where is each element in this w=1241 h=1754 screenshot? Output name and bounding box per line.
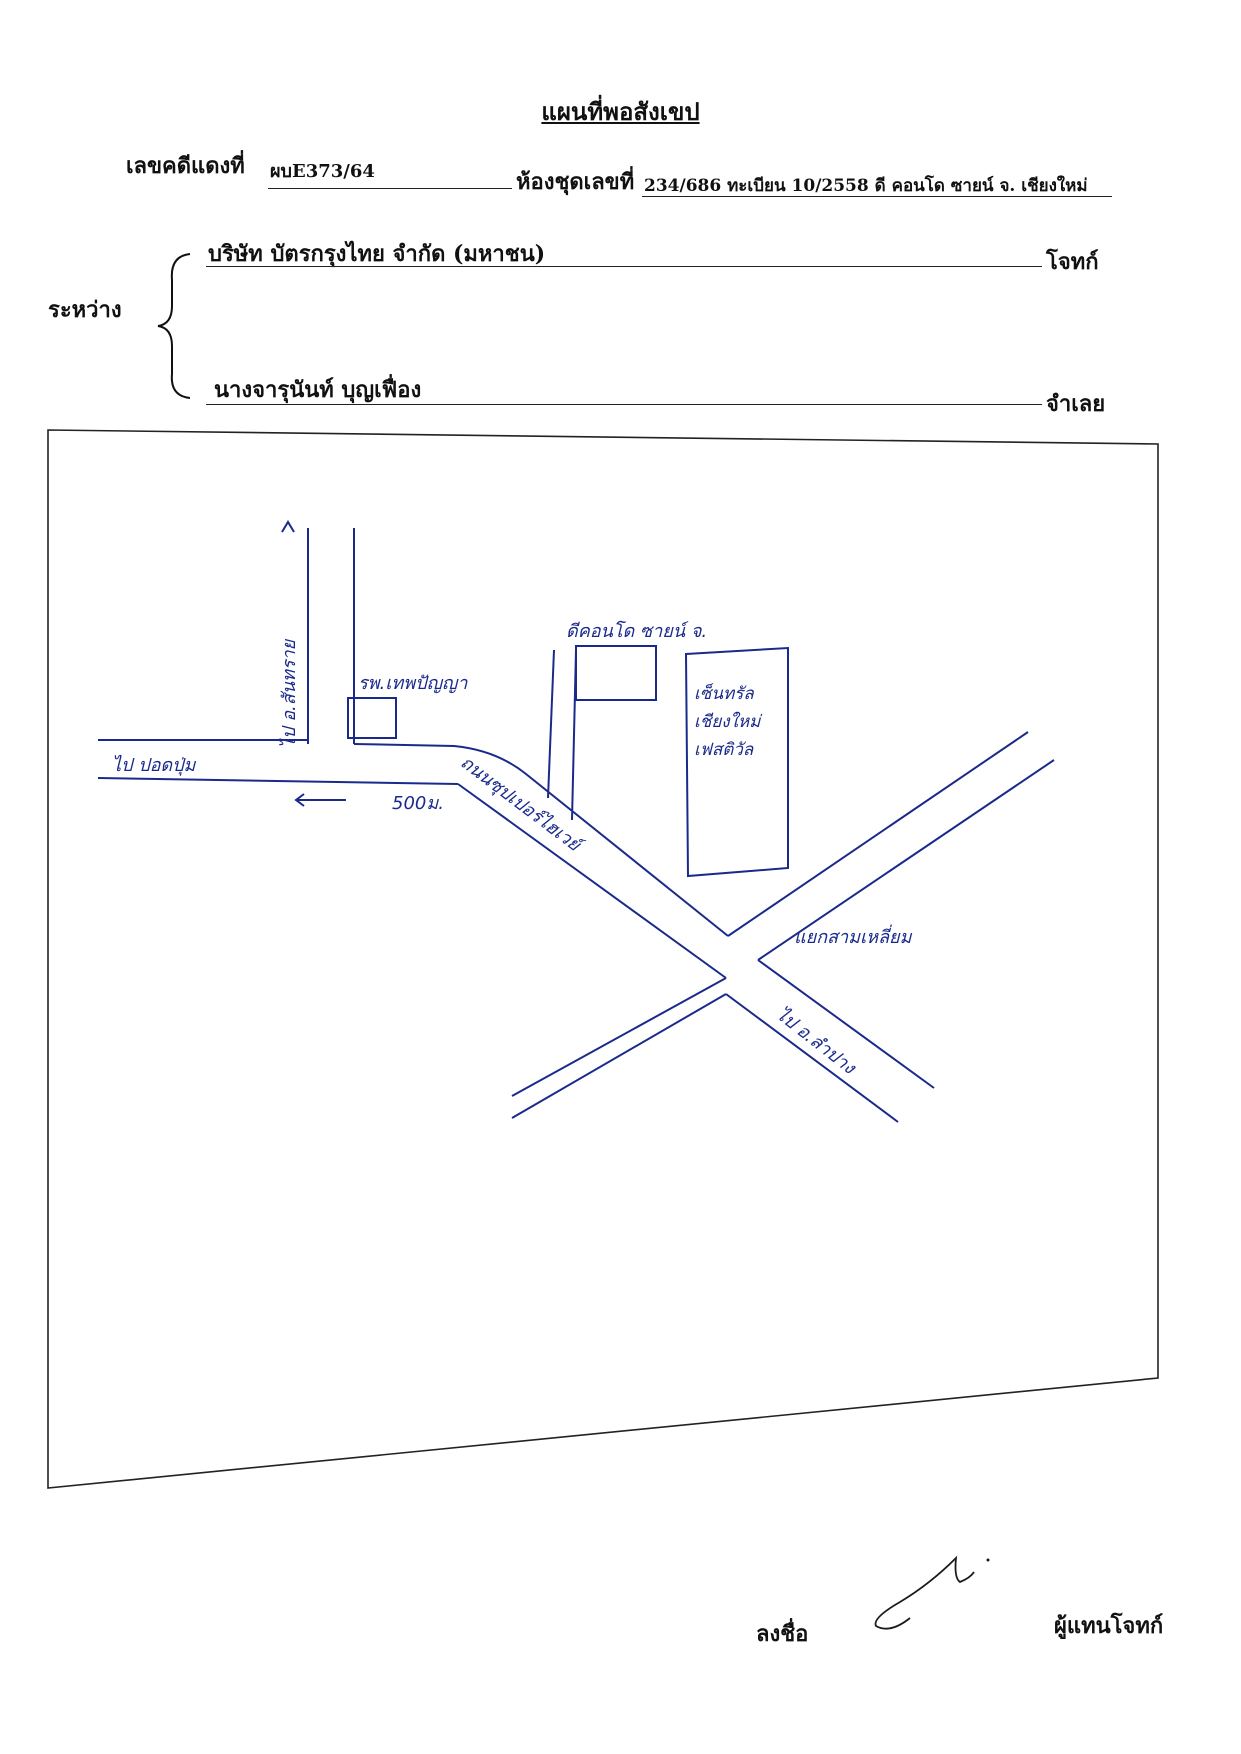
label-hospital: รพ.เทพปัญญา <box>358 673 468 694</box>
unit-number-underline <box>642 196 1112 197</box>
sw-road-upper-edge <box>511 977 727 1097</box>
case-number-label: เลขคดีแดงที่ <box>126 153 245 179</box>
map-frame: ไป อ.สันทราย รพ.เทพปัญญา ไป ปอดปุ่ม 500ม… <box>46 428 1162 1492</box>
label-distance: 500ม. <box>392 793 444 814</box>
west-road-south-edge <box>97 777 459 785</box>
sketch-map <box>47 429 1159 1489</box>
se-road-lower-edge <box>725 993 899 1123</box>
defendant-name: นางจารุนันท์ บุญเฟื่อง <box>214 377 422 403</box>
sign-label: ลงชื่อ <box>756 1621 809 1647</box>
ne-road-lower-edge <box>757 759 1055 961</box>
condo-lane-west-edge <box>547 649 555 799</box>
plaintiff-role: โจทก์ <box>1046 249 1099 275</box>
signature-role: ผู้แทนโจทก์ <box>1054 1613 1164 1639</box>
unit-number-value: 234/686 ทะเบียน 10/2558 ดี คอนโด ซายน์ จ… <box>644 176 1088 196</box>
between-label: ระหว่าง <box>48 297 122 323</box>
defendant-role: จำเลย <box>1046 391 1106 417</box>
brace-icon <box>157 253 191 399</box>
plaintiff-name: บริษัท บัตรกรุงไทย จำกัด (มหาชน) <box>208 241 546 267</box>
unit-number-label: ห้องชุดเลขที่ <box>516 169 635 195</box>
defendant-underline <box>206 404 1042 405</box>
label-junction: แยกสามเหลี่ยม <box>794 927 912 948</box>
hospital-building <box>347 697 397 739</box>
north-arrow-head <box>281 520 295 533</box>
case-number-value: ผบE373/64 <box>270 161 375 182</box>
map-border <box>47 429 1159 1489</box>
label-west-road: ไป ปอดปุ่ม <box>112 755 196 776</box>
main-road-north-edge <box>353 743 729 937</box>
se-road-upper-edge <box>757 959 935 1089</box>
road-lines <box>97 520 1055 1123</box>
plaintiff-underline <box>206 266 1042 267</box>
central-building <box>684 646 789 878</box>
page-title: แผนที่พอสังเขป <box>541 97 700 126</box>
label-central: เซ็นทรัล เชียงใหม่ เฟสติวัล <box>694 684 761 760</box>
sw-road-lower-edge <box>511 993 727 1119</box>
distance-arrow-head <box>294 793 305 807</box>
ne-road-upper-edge <box>727 731 1029 937</box>
signature-image <box>874 1555 990 1630</box>
label-condo: ดีคอนโด ซายน์ จ. <box>566 621 708 642</box>
case-number-underline <box>268 188 512 189</box>
main-road-south-edge <box>457 783 727 979</box>
condo-building <box>575 645 657 701</box>
